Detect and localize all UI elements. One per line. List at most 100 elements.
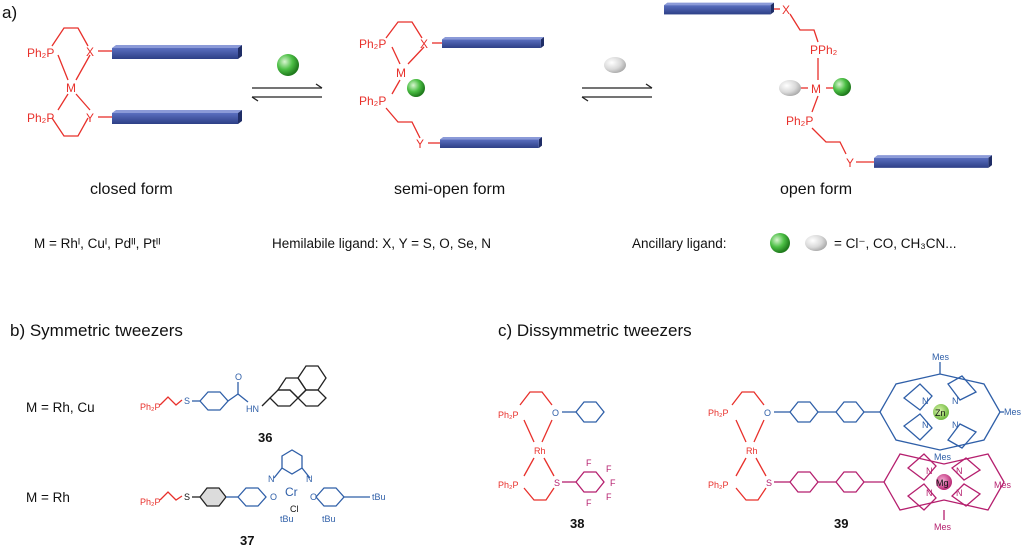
grey-ball-icon xyxy=(805,235,827,251)
closed-x: X xyxy=(86,45,94,59)
panel-a-label: a) xyxy=(2,3,17,22)
panel-c-title: c) Dissymmetric tweezers xyxy=(498,321,692,340)
c39-mg: Mg xyxy=(936,478,949,488)
equilibrium-arrows-1 xyxy=(251,54,323,102)
grey-ball-icon xyxy=(604,57,626,73)
legend-metal: M = Rhᴵ, Cuᴵ, Pdᴵᴵ, Ptᴵᴵ xyxy=(34,236,160,251)
c39-n: N xyxy=(956,466,963,476)
semi-x: X xyxy=(420,37,428,51)
closed-p2: Ph₂P xyxy=(27,111,54,125)
green-ball-icon xyxy=(770,233,790,253)
c37-s: S xyxy=(184,492,190,502)
c38-f: F xyxy=(586,458,592,468)
open-bar-top xyxy=(664,2,774,15)
semi-open-form-caption: semi-open form xyxy=(394,181,505,198)
grey-ball-icon xyxy=(779,80,801,96)
c39-mes: Mes xyxy=(1004,407,1022,417)
open-form-caption: open form xyxy=(780,181,852,198)
green-ball-icon xyxy=(277,54,299,76)
green-ball-icon xyxy=(833,78,851,96)
semi-y: Y xyxy=(416,137,424,151)
c39-n: N xyxy=(952,420,959,430)
c39-mes: Mes xyxy=(934,452,952,462)
c39-n: N xyxy=(956,488,963,498)
green-ball-icon xyxy=(407,79,425,97)
legend-ancillary-suffix: = Cl⁻, CO, CH₃CN... xyxy=(834,236,957,251)
c39-mes: Mes xyxy=(994,480,1012,490)
c38-o: O xyxy=(552,408,559,418)
closed-m: M xyxy=(66,81,76,95)
c39-mes: Mes xyxy=(934,522,952,532)
c38-s: S xyxy=(554,478,560,488)
c38-f: F xyxy=(610,478,616,488)
open-form-structure: X PPh₂ M Ph₂P Y xyxy=(664,2,992,170)
c37-o1: O xyxy=(270,492,277,502)
c36-nh: HN xyxy=(246,404,259,414)
c36-p: Ph₂P xyxy=(140,402,161,412)
c39-n: N xyxy=(922,396,929,406)
row1-metal: M = Rh, Cu xyxy=(26,400,95,415)
compound-36-label: 36 xyxy=(258,430,272,445)
c39-o: O xyxy=(764,408,771,418)
closed-y: Y xyxy=(86,111,94,125)
compound-39-label: 39 xyxy=(834,516,848,531)
closed-form-structure: Ph₂P X M Ph₂P Y xyxy=(27,27,242,137)
panel-b-title: b) Symmetric tweezers xyxy=(10,321,183,340)
open-x: X xyxy=(782,3,790,17)
semi-open-form-structure: Ph₂P X M Ph₂P Y xyxy=(359,21,544,151)
c39-n: N xyxy=(952,396,959,406)
c38-rh: Rh xyxy=(534,446,546,456)
magnesium-ion xyxy=(936,474,952,490)
c37-cr: Cr xyxy=(285,485,298,499)
closed-p1: Ph₂P xyxy=(27,46,54,60)
semi-bar-bottom xyxy=(440,137,542,148)
c39-zn: Zn xyxy=(935,408,946,418)
compound-37-structure: Ph₂P S N N Cr Cl O O tBu tBu tBu xyxy=(140,449,386,524)
c38-f: F xyxy=(586,498,592,508)
c36-o: O xyxy=(235,372,242,382)
open-bar-bottom xyxy=(874,155,992,168)
c37-cl: Cl xyxy=(290,504,299,514)
compound-36-structure: Ph₂P S O HN xyxy=(140,365,327,414)
closed-bar-top xyxy=(112,45,242,59)
open-y: Y xyxy=(846,156,854,170)
c37-tbu2: tBu xyxy=(322,514,336,524)
c39-p2: Ph₂P xyxy=(708,480,729,490)
zinc-porphyrin: Zn N N N N Mes Mes Mes xyxy=(879,352,1022,462)
semi-p2: Ph₂P xyxy=(359,94,386,108)
c37-tbu3: tBu xyxy=(372,492,386,502)
legend-hemilabile: Hemilabile ligand: X, Y = S, O, Se, N xyxy=(272,236,491,251)
semi-bar-top xyxy=(442,37,544,48)
row2-metal: M = Rh xyxy=(26,490,70,505)
c38-f: F xyxy=(606,492,612,502)
magnesium-porphyrin: Mg N N N N Mes Mes Mes xyxy=(883,453,1012,532)
compound-39-structure: Ph₂P O Rh Ph₂P S Zn N N N N M xyxy=(708,352,1022,532)
c39-n: N xyxy=(926,488,933,498)
c37-p: Ph₂P xyxy=(140,497,161,507)
c39-mes: Mes xyxy=(932,352,950,362)
semi-m: M xyxy=(396,66,406,80)
semi-p1: Ph₂P xyxy=(359,37,386,51)
open-m: M xyxy=(811,82,821,96)
c37-n1: N xyxy=(268,474,275,484)
c39-n: N xyxy=(922,420,929,430)
compound-38-label: 38 xyxy=(570,516,584,531)
compound-38-structure: Ph₂P O Rh Ph₂P S F F F F F xyxy=(498,391,616,508)
c38-f: F xyxy=(606,464,612,474)
open-p1: PPh₂ xyxy=(810,43,838,57)
c37-n2: N xyxy=(306,474,313,484)
equilibrium-arrows-2 xyxy=(581,57,653,102)
c38-p2: Ph₂P xyxy=(498,480,519,490)
open-p2: Ph₂P xyxy=(786,114,813,128)
c39-p1: Ph₂P xyxy=(708,408,729,418)
c39-rh: Rh xyxy=(746,446,758,456)
c37-o2: O xyxy=(310,492,317,502)
legend-ancillary-prefix: Ancillary ligand: xyxy=(632,236,727,251)
closed-form-caption: closed form xyxy=(90,181,173,198)
compound-37-label: 37 xyxy=(240,533,254,548)
c38-p1: Ph₂P xyxy=(498,410,519,420)
c37-tbu1: tBu xyxy=(280,514,294,524)
c39-n: N xyxy=(926,466,933,476)
closed-bar-bottom xyxy=(112,110,242,124)
